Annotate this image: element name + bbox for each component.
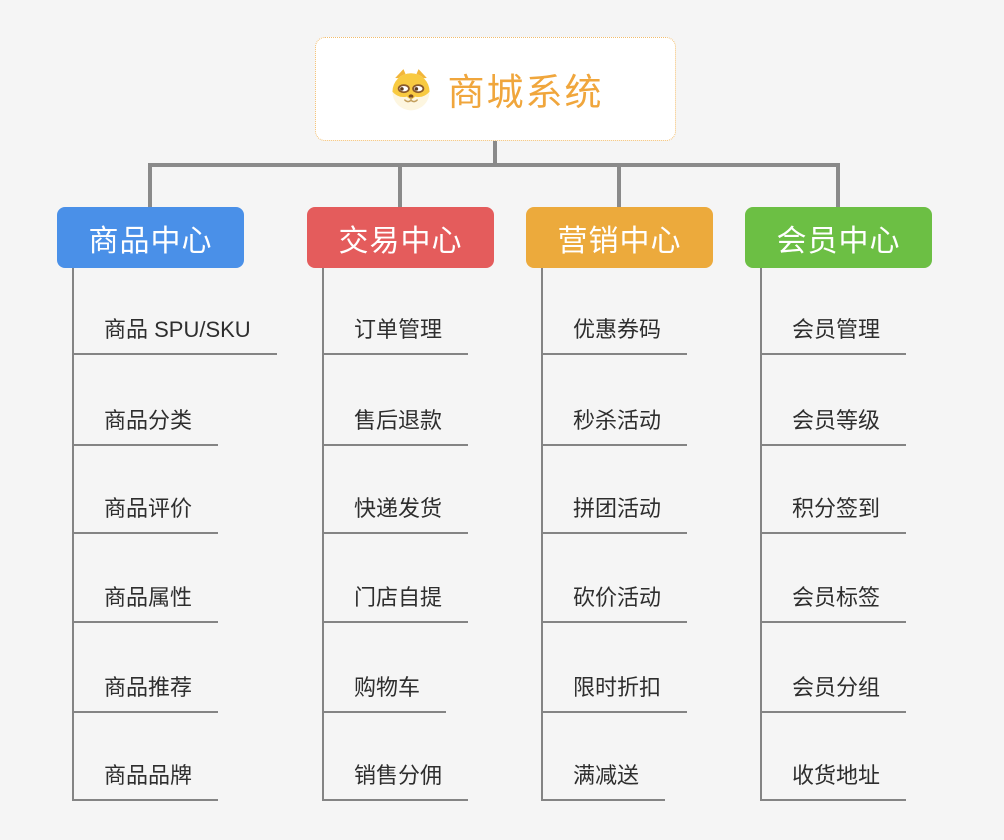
branch-column-trade-center: 订单管理 售后退款 快递发货 门店自提 购物车 销售分佣 bbox=[322, 268, 562, 801]
branch-header-label: 会员中心 bbox=[776, 224, 901, 258]
topic-product-review[interactable]: 商品评价 bbox=[74, 494, 219, 534]
topic-flash-sale[interactable]: 秒杀活动 bbox=[543, 406, 688, 446]
topic-product-brand[interactable]: 商品品牌 bbox=[74, 761, 219, 801]
branch-header-label: 交易中心 bbox=[338, 224, 463, 258]
topic-member-level[interactable]: 会员等级 bbox=[762, 406, 907, 446]
branch-header-trade-center[interactable]: 交易中心 bbox=[307, 207, 494, 268]
topic-sales-commission[interactable]: 销售分佣 bbox=[324, 761, 469, 801]
branch-column-marketing-center: 优惠券码 秒杀活动 拼团活动 砍价活动 限时折扣 满减送 bbox=[541, 268, 781, 801]
branch-column-product-center: 商品 SPU/SKU 商品分类 商品评价 商品属性 商品推荐 商品品牌 bbox=[72, 268, 312, 801]
branch-header-marketing-center[interactable]: 营销中心 bbox=[526, 207, 713, 268]
topic-member-management[interactable]: 会员管理 bbox=[762, 315, 907, 355]
topic-member-groups[interactable]: 会员分组 bbox=[762, 673, 907, 713]
branch-header-label: 营销中心 bbox=[557, 224, 682, 258]
root-node-mall-system[interactable]: 商城系统 bbox=[315, 37, 676, 141]
topic-shipping-address[interactable]: 收货地址 bbox=[762, 761, 907, 801]
root-node-label: 商城系统 bbox=[447, 72, 604, 113]
connector-drop-product bbox=[148, 163, 152, 207]
topic-express-delivery[interactable]: 快递发货 bbox=[324, 494, 469, 534]
topic-shopping-cart[interactable]: 购物车 bbox=[324, 673, 447, 713]
topic-product-attribute[interactable]: 商品属性 bbox=[74, 583, 219, 623]
topic-limited-discount[interactable]: 限时折扣 bbox=[543, 673, 688, 713]
topic-group-buying[interactable]: 拼团活动 bbox=[543, 494, 688, 534]
topic-product-spu-sku[interactable]: 商品 SPU/SKU bbox=[74, 315, 277, 355]
connector-drop-trade bbox=[398, 163, 402, 207]
topic-points-checkin[interactable]: 积分签到 bbox=[762, 494, 907, 534]
topic-aftersale-refund[interactable]: 售后退款 bbox=[324, 406, 469, 446]
branch-header-member-center[interactable]: 会员中心 bbox=[745, 207, 932, 268]
connector-rail bbox=[149, 163, 839, 167]
topic-spend-and-save[interactable]: 满减送 bbox=[543, 761, 666, 801]
topic-member-tags[interactable]: 会员标签 bbox=[762, 583, 907, 623]
branch-header-label: 商品中心 bbox=[88, 224, 213, 258]
topic-product-category[interactable]: 商品分类 bbox=[74, 406, 219, 446]
topic-product-recommend[interactable]: 商品推荐 bbox=[74, 673, 219, 713]
connector-drop-member bbox=[836, 163, 840, 207]
topic-store-pickup[interactable]: 门店自提 bbox=[324, 583, 469, 623]
branch-column-member-center: 会员管理 会员等级 积分签到 会员标签 会员分组 收货地址 bbox=[760, 268, 1000, 801]
topic-coupon-code[interactable]: 优惠券码 bbox=[543, 315, 688, 355]
topic-order-management[interactable]: 订单管理 bbox=[324, 315, 469, 355]
branch-header-product-center[interactable]: 商品中心 bbox=[57, 207, 244, 268]
topic-bargain-activity[interactable]: 砍价活动 bbox=[543, 583, 688, 623]
shiba-dog-face-icon bbox=[391, 69, 430, 111]
connector-root-stub bbox=[493, 141, 497, 167]
connector-drop-marketing bbox=[617, 163, 621, 207]
